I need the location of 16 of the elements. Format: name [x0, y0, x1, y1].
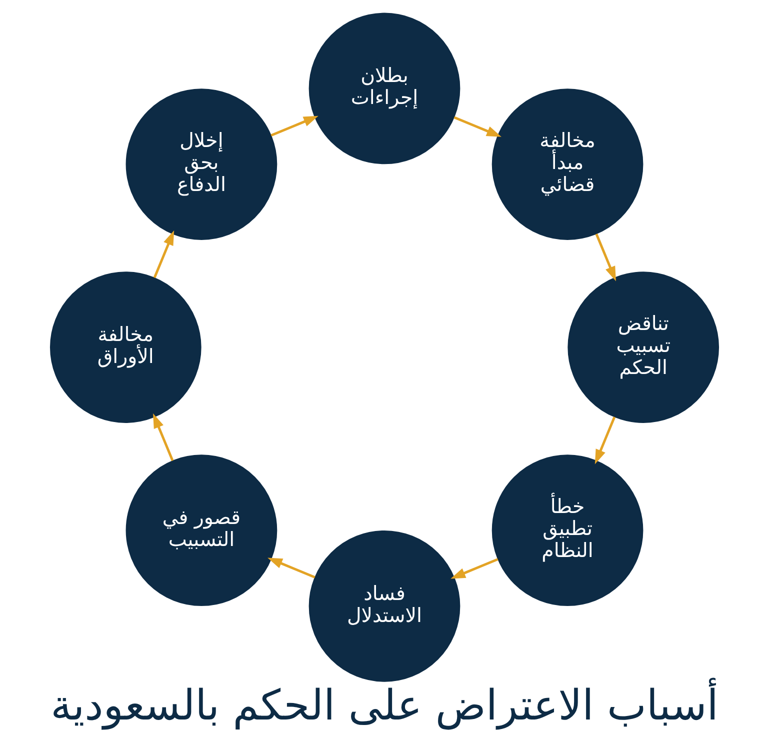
arrow — [453, 116, 501, 137]
arrow — [594, 234, 616, 282]
arrow — [594, 416, 616, 464]
node-circle: مخالفة مبدأ قضائي — [491, 88, 643, 240]
arrow — [152, 230, 174, 278]
node-circle: إخلال بحق الدفاع — [125, 88, 277, 240]
arrow — [270, 116, 318, 137]
node-circle: بطلان إجراءات — [308, 12, 460, 164]
node-circle: قصور في التسبيب — [125, 454, 277, 606]
node-circle: فساد الاستدلال — [308, 530, 460, 682]
node-circle: مخالفة الأوراق — [49, 272, 201, 423]
node-circle: تناقض تسبيب الحكم — [567, 272, 719, 423]
node-circle: خطأ تطبيق النظام — [491, 454, 643, 606]
arrow — [267, 558, 315, 578]
arrow — [152, 413, 174, 462]
arrow — [450, 558, 498, 579]
